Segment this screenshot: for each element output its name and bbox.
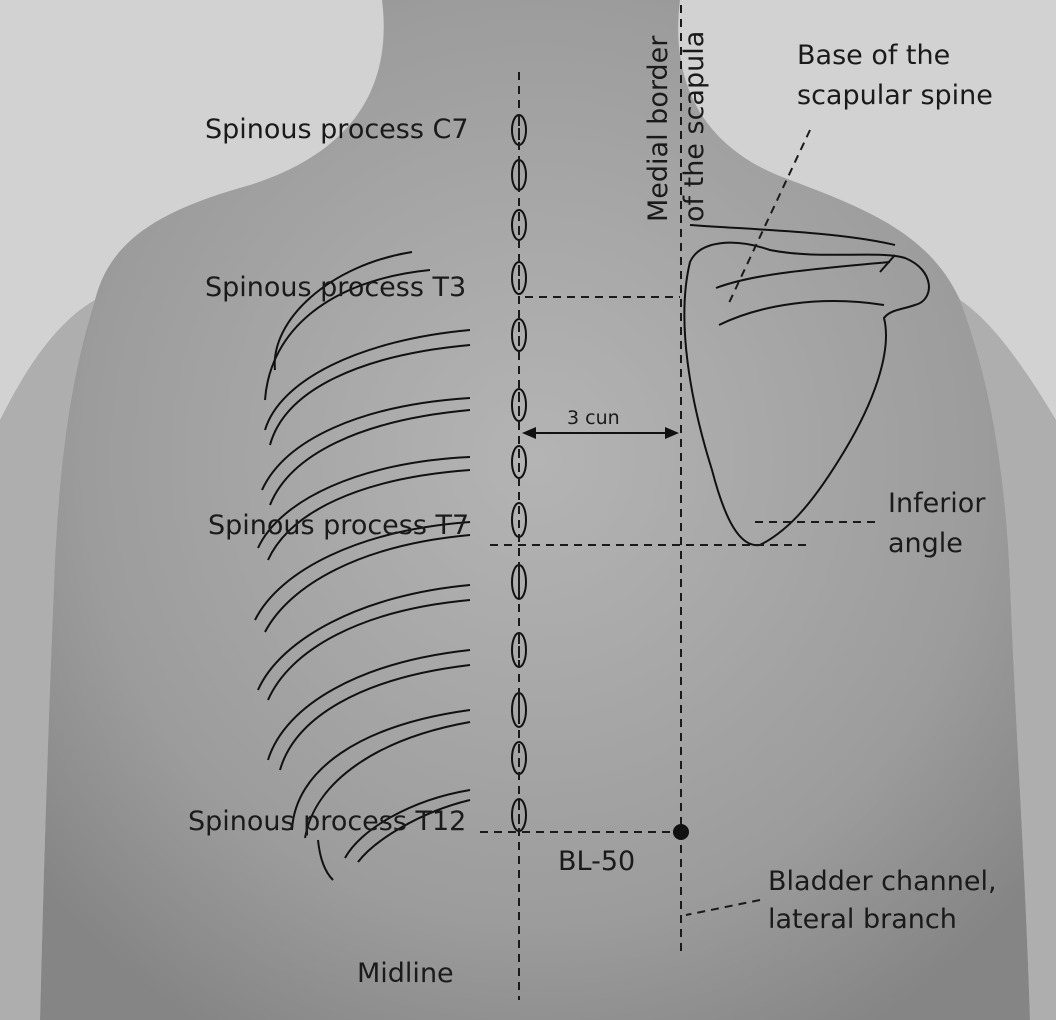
left-arm-shadow: [0, 300, 95, 1020]
back-silhouette: [40, 0, 1030, 1020]
label-midline: Midline: [357, 958, 454, 989]
scapular-spine-leader: [727, 129, 811, 306]
label-t12: Spinous process T12: [188, 806, 466, 837]
right-arm-shadow: [960, 300, 1056, 1020]
three-cun-arrow: [522, 427, 679, 439]
label-medial-border-line1: Medial border: [643, 35, 674, 222]
label-bl50: BL-50: [558, 846, 635, 877]
label-t3: Spinous process T3: [205, 272, 466, 303]
label-base-spine-line1: Base of the: [797, 40, 950, 71]
label-medial-border-line2: of the scapula: [679, 31, 710, 222]
label-channel-line1: Bladder channel,: [768, 866, 997, 897]
label-three-cun: 3 cun: [567, 407, 620, 429]
channel-leader: [685, 899, 761, 916]
label-inferior-line1: Inferior: [888, 488, 986, 519]
scapula-outline: [683, 224, 930, 547]
guide-lines: [480, 5, 880, 1000]
label-channel-line2: lateral branch: [768, 904, 957, 935]
label-c7: Spinous process C7: [205, 114, 469, 145]
label-inferior-line2: angle: [888, 528, 963, 559]
label-t7: Spinous process T7: [208, 510, 469, 541]
bl50-point-marker: [673, 824, 689, 840]
rib-cage: [254, 251, 471, 881]
label-base-spine-line2: scapular spine: [797, 80, 993, 111]
